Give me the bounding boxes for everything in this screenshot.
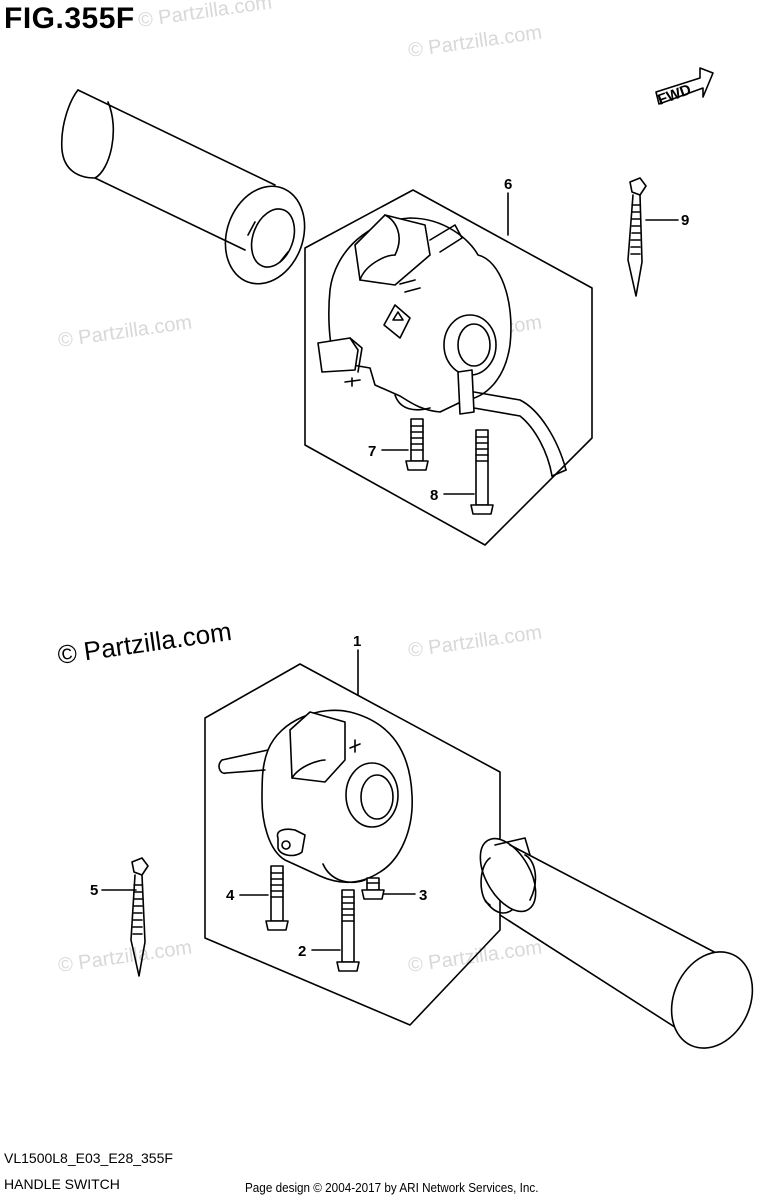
callout-4: 4 xyxy=(226,887,235,904)
switch-housing-1 xyxy=(218,709,413,884)
callout-1: 1 xyxy=(353,633,361,650)
callout-5: 5 xyxy=(90,882,98,899)
callout-8: 8 xyxy=(430,487,438,504)
callout-7: 7 xyxy=(368,443,376,460)
callout-6: 6 xyxy=(504,176,512,193)
cable-tie-5 xyxy=(130,857,149,977)
cable-tie-9 xyxy=(627,177,647,297)
assembly-box-1 xyxy=(204,663,501,1026)
page-credit: Page design © 2004-2017 by ARI Network S… xyxy=(245,1180,539,1195)
fwd-label: FWD xyxy=(656,81,694,109)
callout-2: 2 xyxy=(298,943,306,960)
left-grip xyxy=(60,89,306,285)
screw-4 xyxy=(265,865,289,931)
right-grip xyxy=(479,837,754,1049)
callout-3: 3 xyxy=(419,887,427,904)
screw-7 xyxy=(405,418,429,471)
fwd-arrow-icon: FWD xyxy=(655,67,714,109)
screw-3 xyxy=(361,877,385,900)
assembly-box-6 xyxy=(304,189,593,546)
figure-name: HANDLE SWITCH xyxy=(4,1176,120,1192)
screw-8 xyxy=(470,429,494,515)
screw-2 xyxy=(336,889,360,972)
switch-housing-6 xyxy=(317,214,567,477)
figure-code: VL1500L8_E03_E28_355F xyxy=(4,1150,173,1166)
callout-9: 9 xyxy=(681,212,689,229)
figure-title: FIG.355F xyxy=(4,2,135,35)
